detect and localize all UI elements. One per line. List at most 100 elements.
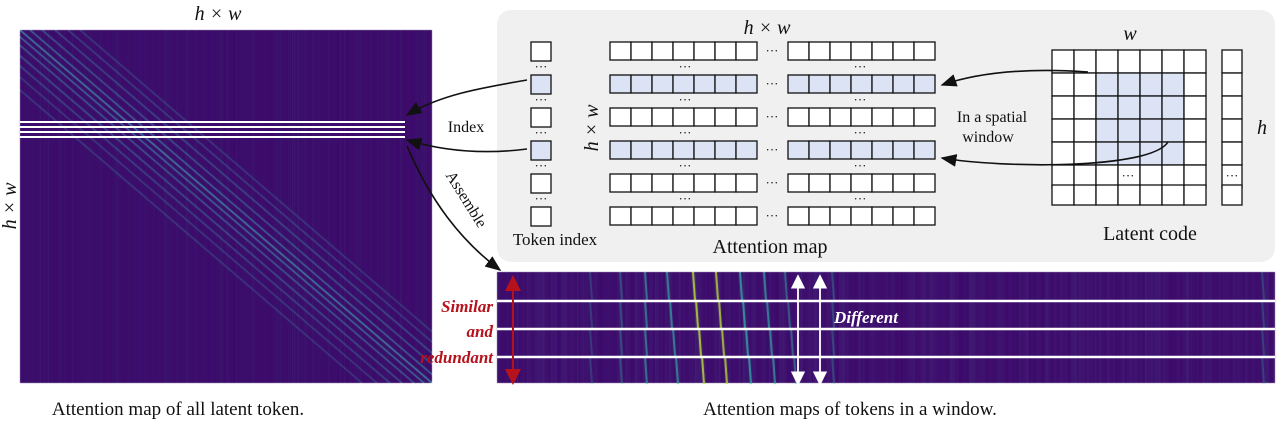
latent-cell (1183, 72, 1207, 97)
token-index-cell (530, 41, 552, 62)
ellipsis: ··· (854, 59, 867, 74)
latent-bottom-cell (1073, 184, 1097, 206)
attention-cell (850, 206, 873, 226)
attention-cell (787, 140, 810, 160)
ellipsis: ··· (679, 191, 692, 206)
ellipsis: ··· (766, 43, 779, 58)
attention-cell (913, 74, 936, 94)
assemble-arrow (406, 145, 502, 271)
latent-cell (1051, 118, 1075, 143)
attention-cell (829, 41, 852, 61)
attention-cell (651, 206, 674, 226)
attention-cell (735, 140, 758, 160)
latent-bottom-cell (1161, 184, 1185, 206)
attention-cell (693, 173, 716, 193)
ellipsis: ··· (854, 92, 867, 107)
similar-label-1: Similar (441, 297, 493, 316)
token-index-cell (530, 140, 552, 161)
attention-cell (735, 173, 758, 193)
attention-cell (892, 107, 915, 127)
attention-cell (630, 74, 653, 94)
attention-cell (609, 41, 632, 61)
attention-cell (693, 74, 716, 94)
latent-column-cell (1221, 49, 1243, 74)
attention-cell (672, 107, 695, 127)
attention-cell (913, 140, 936, 160)
attention-cell (787, 74, 810, 94)
attention-cell (672, 74, 695, 94)
index-label: Index (448, 119, 484, 136)
left-caption: Attention map of all latent token. (52, 399, 304, 420)
latent-cell (1051, 49, 1075, 74)
assemble-label: Assemble (442, 168, 490, 231)
attention-cell (651, 140, 674, 160)
latent-cell (1073, 95, 1097, 120)
attention-cell (693, 107, 716, 127)
attention-cell (609, 173, 632, 193)
attention-cell (892, 206, 915, 226)
attention-cell (808, 74, 831, 94)
latent-cell (1117, 95, 1141, 120)
latent-cell (1139, 49, 1163, 74)
latent-cell (1183, 118, 1207, 143)
ellipsis: ··· (854, 158, 867, 173)
latent-bottom-cell (1183, 184, 1207, 206)
attention-cell (714, 74, 737, 94)
left-side-label: h × w (0, 182, 21, 229)
attention-cell (630, 41, 653, 61)
attention-cell (913, 206, 936, 226)
latent-cell (1117, 118, 1141, 143)
latent-cell (1095, 72, 1119, 97)
attention-cell (829, 107, 852, 127)
latent-column-cell (1221, 95, 1243, 120)
latent-cell (1051, 95, 1075, 120)
token-index-cell (530, 107, 552, 128)
attention-cell (808, 107, 831, 127)
selected-rows (20, 121, 405, 138)
index-arrow-1 (405, 79, 528, 116)
latent-bottom-cell (1117, 184, 1141, 206)
attention-cell (850, 41, 873, 61)
attention-cell (871, 74, 894, 94)
window-text-2: window (962, 129, 1014, 146)
ellipsis: ··· (679, 59, 692, 74)
attention-cell (630, 206, 653, 226)
latent-cell (1139, 72, 1163, 97)
left-top-label: h × w (195, 3, 242, 25)
latent-h-label: h (1257, 117, 1267, 139)
attention-cell (787, 107, 810, 127)
attention-cell (892, 74, 915, 94)
latent-cell (1095, 95, 1119, 120)
attention-cell (829, 173, 852, 193)
latent-cell (1117, 49, 1141, 74)
attention-cell (714, 41, 737, 61)
attention-cell (609, 107, 632, 127)
latent-cell (1183, 141, 1207, 166)
latent-cell (1095, 49, 1119, 74)
attention-cell (892, 173, 915, 193)
ellipsis: ··· (535, 158, 548, 173)
strip-separators (497, 299, 1275, 359)
latent-bottom-cell (1095, 184, 1119, 206)
latent-cell (1051, 72, 1075, 97)
latent-cell (1073, 72, 1097, 97)
attention-cell (630, 107, 653, 127)
attention-cell (808, 140, 831, 160)
latent-cell (1161, 49, 1185, 74)
index-arrow-2 (405, 138, 528, 153)
token-index-cell (530, 74, 552, 95)
latent-cell (1161, 72, 1185, 97)
attention-cell (892, 140, 915, 160)
attention-top-label: h × w (744, 17, 791, 39)
attention-cell (913, 173, 936, 193)
similar-label-2: and (467, 322, 494, 341)
attention-cell (871, 173, 894, 193)
ellipsis: ··· (766, 142, 779, 157)
ellipsis: ··· (679, 92, 692, 107)
attention-cell (808, 173, 831, 193)
latent-cell (1051, 141, 1075, 166)
attention-cell (850, 74, 873, 94)
token-index-label: Token index (513, 230, 598, 249)
ellipsis: ··· (1226, 168, 1239, 183)
